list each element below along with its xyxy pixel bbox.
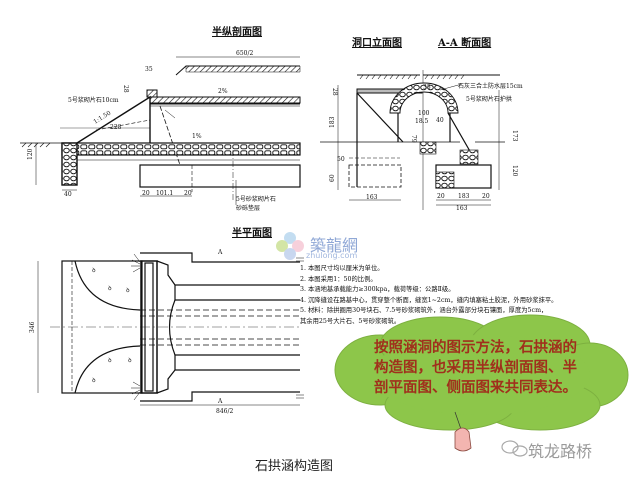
watermark: 筑龙路桥 [528,442,593,461]
note-2: 2. 本图采用1：50的比例。 [300,275,377,283]
flow-1pct: 1% [192,133,202,140]
half-longitudinal-section [20,56,301,205]
dim-plan-width: 846/2 [216,408,233,415]
dim-35: 35 [145,66,153,73]
dim-20b: 20 [482,193,490,200]
entrance-elevation-section [320,70,505,210]
svg-text:ꝺ: ꝺ [108,285,112,292]
dim-183: 183 [329,116,336,128]
dim-183b: 183 [458,193,470,200]
figure-caption: 石拱涵构造图 [255,459,334,474]
dim-346: 346 [29,321,36,333]
title-half-plan: 半平面图 [232,226,272,239]
dim-163a: 163 [366,194,378,201]
cut-a-top: A [217,249,223,256]
zhulong-logo-icon [276,232,304,260]
dim-28: 28 [122,85,129,93]
dim-120: 120 [511,165,518,177]
dim-20a: 20 [142,190,150,197]
callout-text: 按照涵洞的图示方法，石拱涵的构造图，也采用半纵剖面图、半剖平面图、侧面图来共同表… [374,340,577,396]
dim-50: 50 [337,156,345,163]
title-entrance-elevation: 洞口立面图 [352,36,402,49]
cut-a-bottom: A [217,398,223,405]
svg-text:ꝺ: ꝺ [128,357,132,364]
svg-text:ꝺ: ꝺ [108,357,112,364]
dim-60: 60 [329,174,336,182]
dim-79: 79 [410,135,417,143]
title-section-aa: A-A 断面图 [437,36,491,49]
plan-stone-marks: ꝺ ꝺ ꝺ ꝺ ꝺ ꝺ [92,267,132,384]
pointing-hand-icon [454,427,472,452]
dim-101: 101.1 [156,190,173,197]
svg-text:ꝺ: ꝺ [126,287,130,294]
dim-40: 40 [436,117,444,124]
dim-100: 100 [418,110,430,117]
dim-20b: 20 [184,190,192,197]
note-6: 其余用25号大片石、5号砂浆砌筑。 [300,317,401,325]
zhulong-logo-text: 築龍網 [310,236,359,255]
svg-text:ꝺ: ꝺ [92,267,96,274]
cloud-callout-shape [334,314,629,431]
dim-20a: 20 [437,193,445,200]
note-3: 3. 本涵地基承载能力≥300kpa，载荷等级：公路Ⅱ级。 [300,286,455,293]
label-stone-slope: 5号浆砌片石10cm [68,96,119,104]
note-4: 4. 沉降缝设在路基中心，贯穿整个断面，缝宽1~2cm，缝内填塞粘土胶泥，外用砂… [300,296,558,304]
wechat-icon [501,440,528,457]
drawing-notes: 1. 本图尺寸均以厘米为单位。 2. 本图采用1：50的比例。 3. 本涵地基承… [300,264,557,327]
label-gravel: 砂砾垫层 [236,204,260,212]
dim-120: 120 [27,148,34,160]
dim-width: 650/2 [236,50,253,57]
slope-2pct: 2% [218,88,228,95]
dim-28: 28 [331,88,338,96]
title-half-longitudinal: 半纵剖面图 [212,25,262,38]
label-mortar-stone: 5号砂浆砌片石 [236,195,276,203]
dim-18: 18.5 [415,118,429,125]
dim-35: 35 [423,84,431,91]
dim-163b: 163 [456,205,468,212]
label-stone-guard: 5号浆砌片石护拱 [466,95,512,103]
dim-228: 228 [110,124,122,131]
zhulong-url: zhulong.com [306,251,358,260]
label-lime-soil: 石灰三合土防水层15cm [458,82,523,90]
svg-text:ꝺ: ꝺ [92,377,96,384]
half-plan [37,252,304,406]
dim-40: 40 [64,191,72,198]
note-5: 5. 材料：除拱圈用30号块石、7.5号砂浆砌筑外，涵台外露部分块石镶面，厚度为… [300,307,548,314]
dim-173: 173 [511,130,518,142]
note-1: 1. 本图尺寸均以厘米为单位。 [300,265,384,272]
